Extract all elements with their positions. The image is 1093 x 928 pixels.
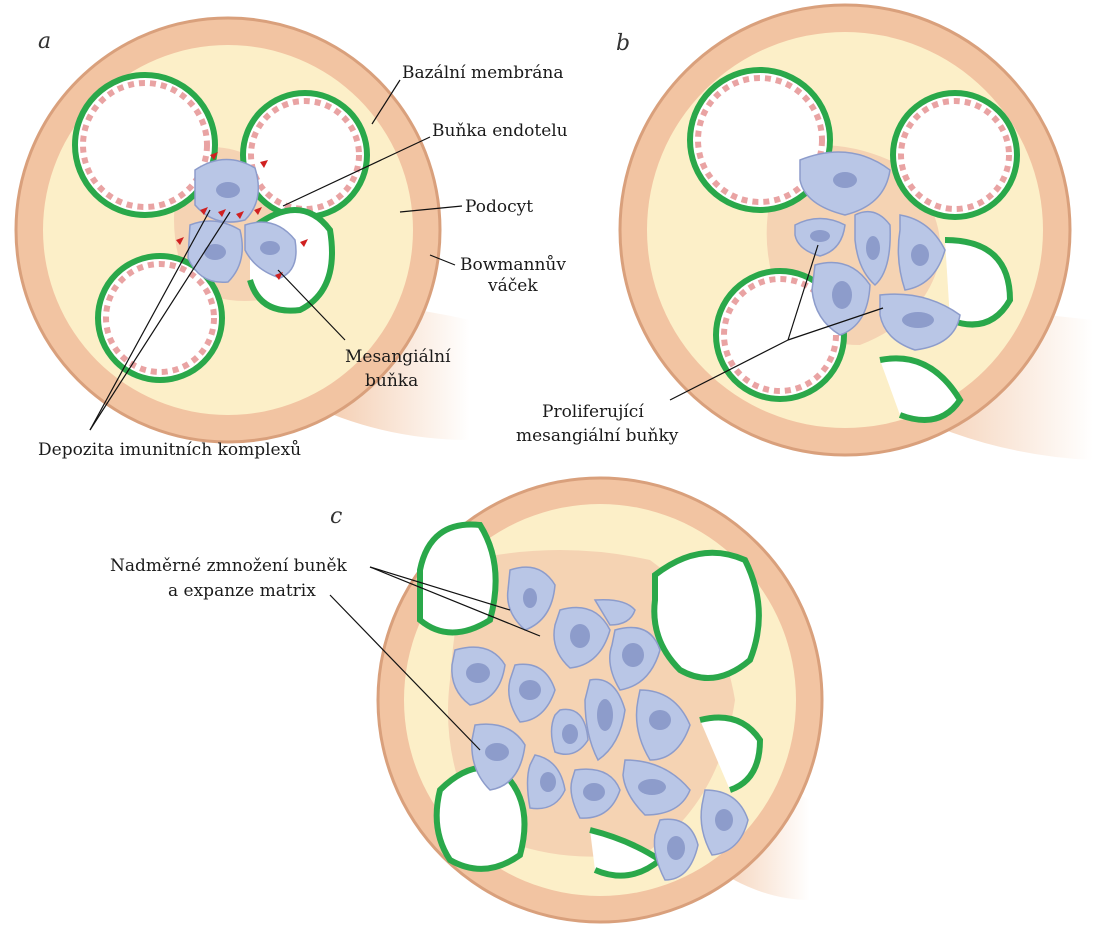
label-mesangialni-2: buňka bbox=[365, 371, 418, 391]
label-podocyt: Podocyt bbox=[465, 197, 533, 217]
label-depozita: Depozita imunitních komplexů bbox=[38, 440, 301, 460]
label-bunka-endotelu: Buňka endotelu bbox=[432, 121, 568, 141]
panel-letter-b: b bbox=[616, 31, 630, 56]
label-proliferujici-2: mesangiální buňky bbox=[516, 426, 679, 446]
label-bowmannuv-2: váček bbox=[487, 276, 538, 296]
panel-letter-a: a bbox=[38, 29, 51, 54]
panel-b bbox=[620, 5, 1093, 460]
label-nadmerne-1: Nadměrné zmnožení buněk bbox=[110, 556, 348, 576]
panel-c bbox=[330, 478, 822, 922]
panel-letter-c: c bbox=[330, 504, 342, 529]
label-bowmannuv-1: Bowmannův bbox=[460, 255, 566, 275]
label-nadmerne-2: a expanze matrix bbox=[168, 581, 316, 601]
label-mesangialni-1: Mesangiální bbox=[345, 347, 451, 367]
label-proliferujici-1: Proliferující bbox=[542, 402, 644, 422]
label-bazalni-membrana: Bazální membrána bbox=[402, 63, 563, 83]
